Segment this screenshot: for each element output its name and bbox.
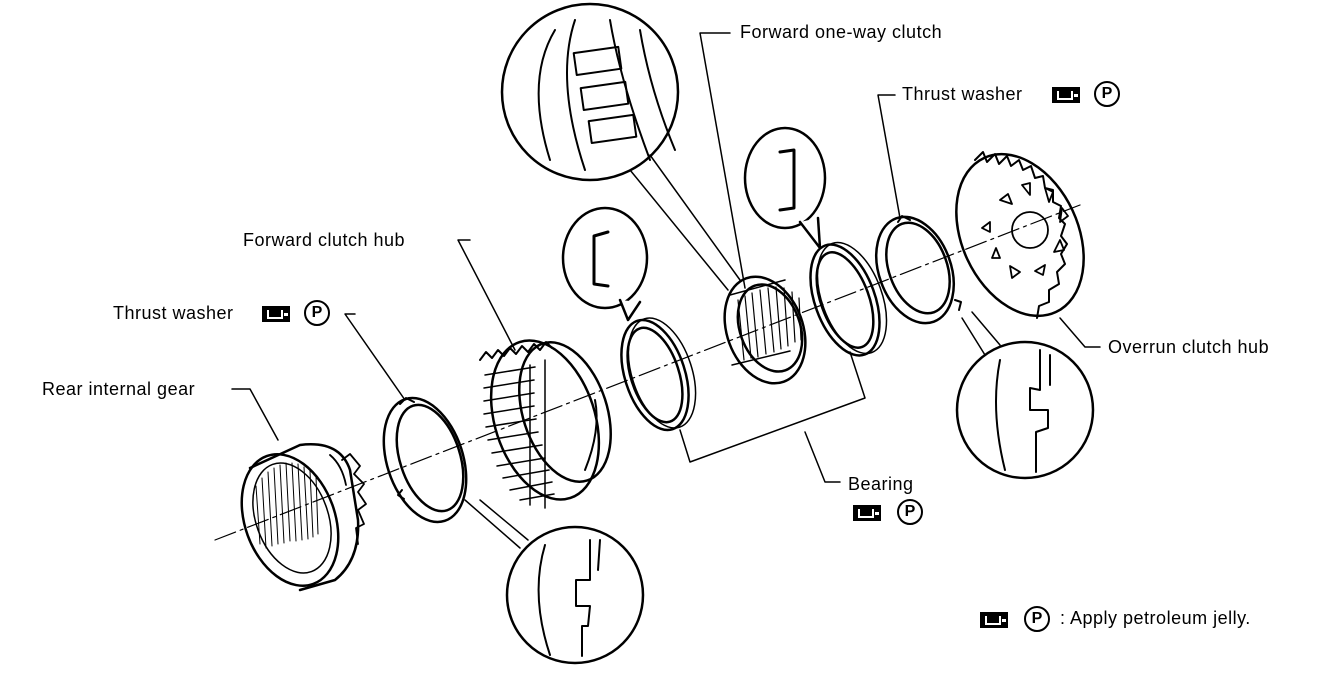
forward-clutch-hub [479,339,612,509]
label-forward-one-way-clutch: Forward one-way clutch [740,22,943,42]
p-circle-icon: P [304,300,330,326]
thrust-washer-right [875,215,962,325]
forward-one-way-clutch [723,275,807,385]
label-overrun-clutch-hub: Overrun clutch hub [1108,337,1270,357]
p-circle-icon: P [1094,81,1120,107]
leader-lines [231,32,1101,483]
label-bearing: Bearing [848,474,914,494]
detail-callout-left-bracket [561,206,649,322]
label-thrust-washer-left: Thrust washer [113,303,234,323]
petroleum-jelly-icon [853,505,881,521]
p-circle-icon: P [897,499,923,525]
label-rear-internal-gear: Rear internal gear [42,379,196,399]
thrust-washer-left [382,396,468,524]
label-forward-clutch-hub: Forward clutch hub [243,230,406,250]
petroleum-jelly-icon [1052,87,1080,103]
center-axis [214,204,1081,541]
bearing-left [620,317,697,432]
detail-callout-washer-left [464,499,645,665]
gear-internal-teeth [255,462,319,549]
rear-internal-gear [240,443,367,592]
petroleum-jelly-icon [980,612,1008,628]
hub-splines [483,359,555,509]
detail-callout-washer-right [955,311,1095,480]
label-thrust-washer-top: Thrust washer [902,84,1023,104]
overrun-hub-windows [981,182,1069,279]
bearing-right [809,241,888,357]
legend-note: : Apply petroleum jelly. [1060,608,1251,628]
detail-callout-right-bracket [743,126,827,250]
detail-callout-roller [500,2,741,291]
petroleum-jelly-icon [262,306,290,322]
overrun-clutch-hub [955,151,1085,319]
p-circle-icon: P [1024,606,1050,632]
